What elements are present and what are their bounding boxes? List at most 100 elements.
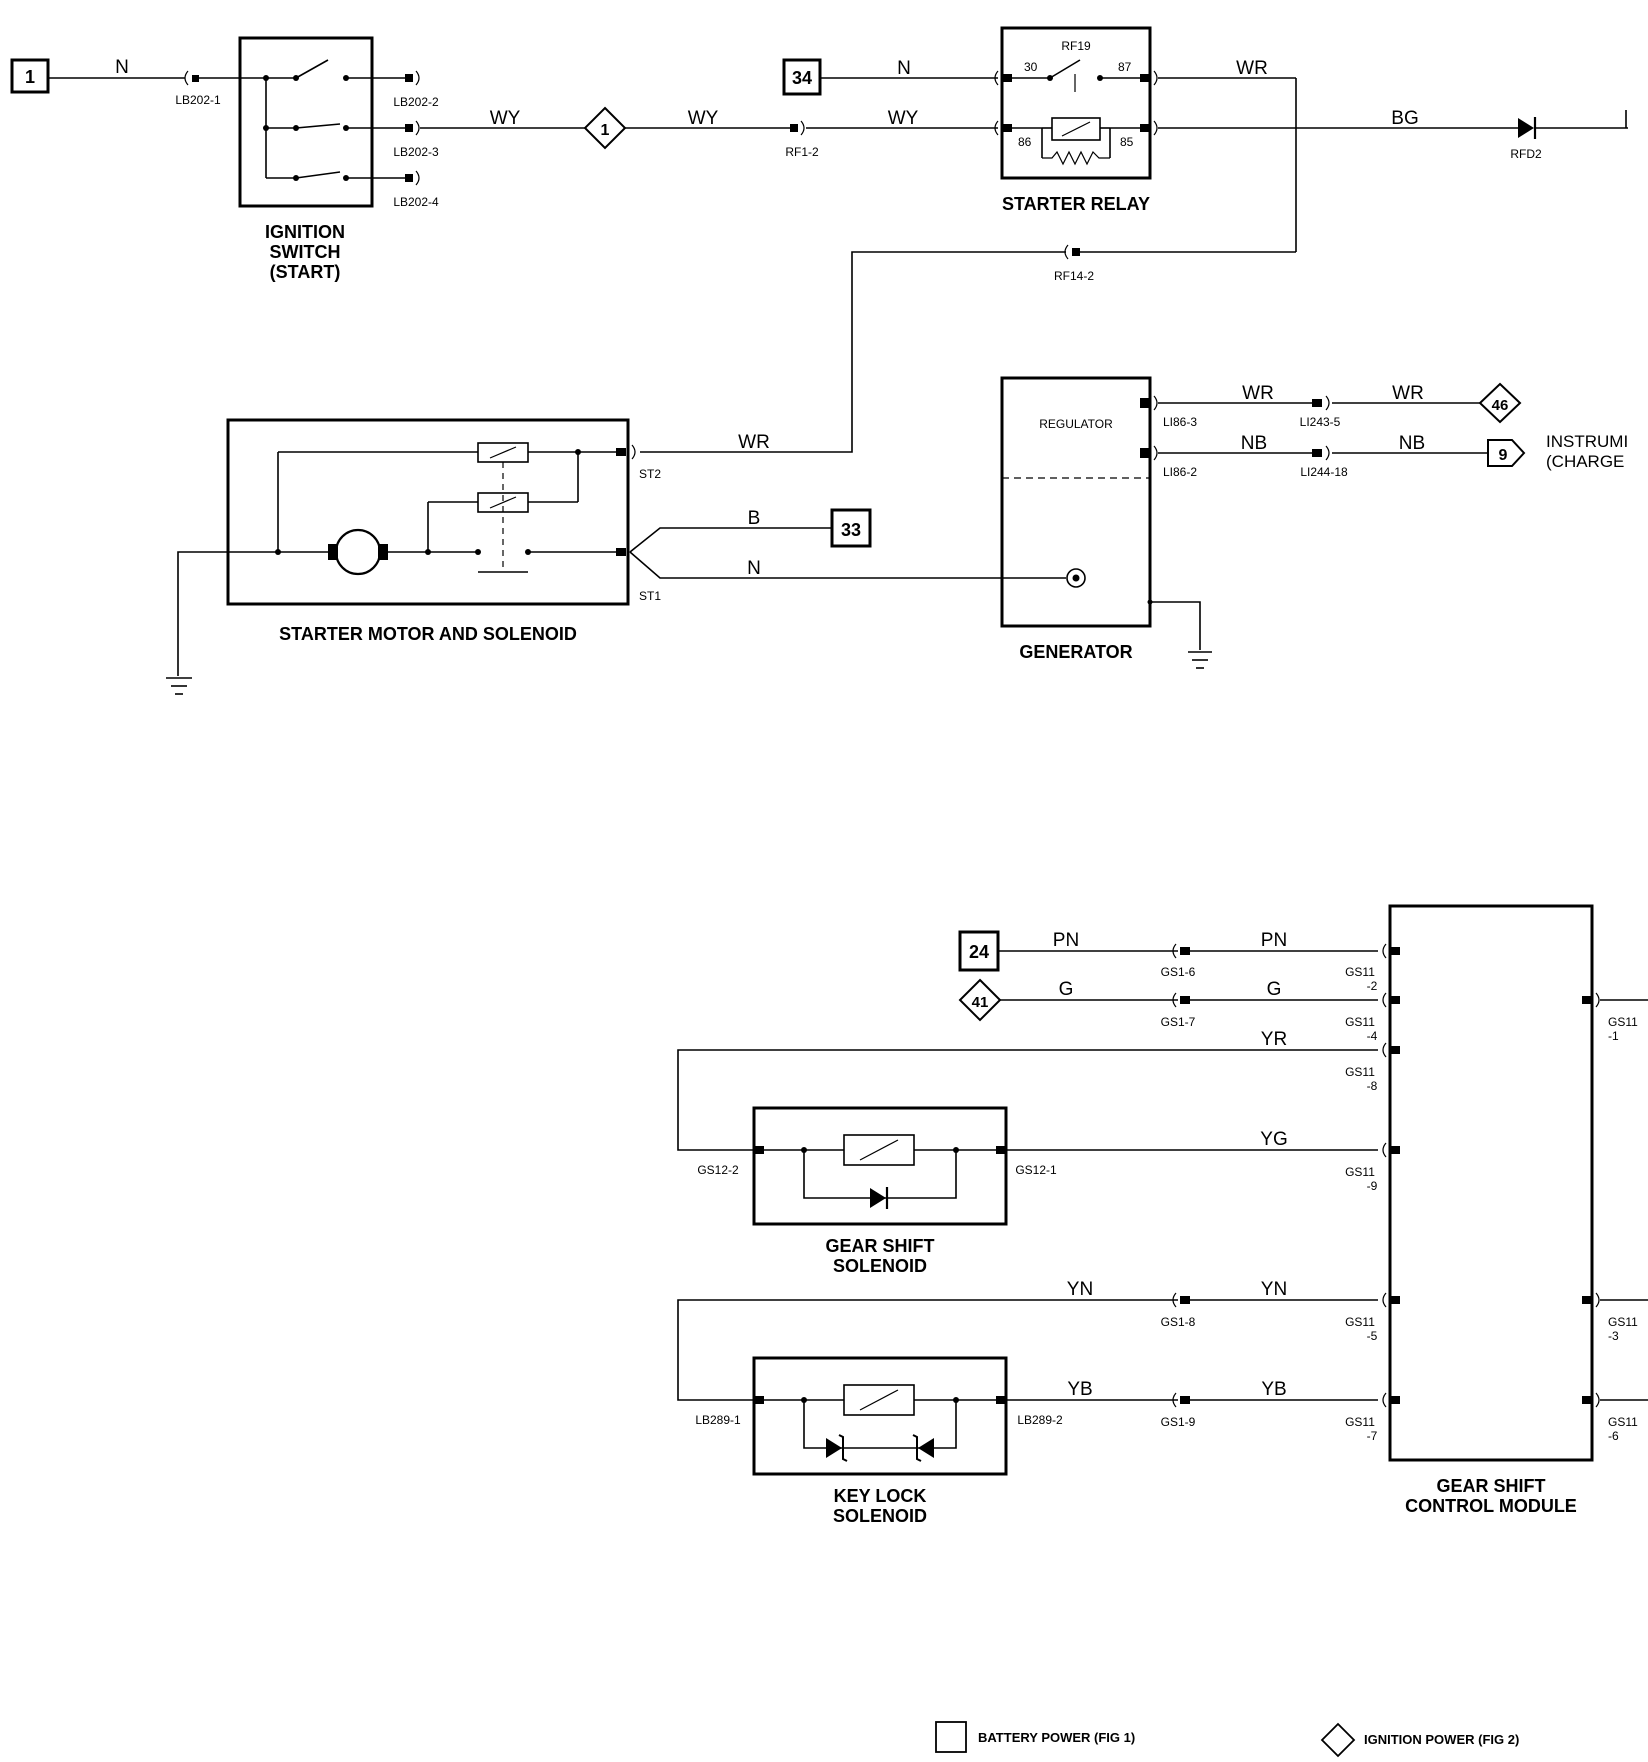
starter-relay: [994, 26, 1158, 180]
gear-shift-solenoid-label: SOLENOID: [833, 1256, 927, 1276]
connector-label: ST1: [639, 589, 661, 603]
legend-label: IGNITION POWER (FIG 2): [1364, 1732, 1519, 1747]
connector-pin: -9: [1367, 1179, 1378, 1193]
gear-shift-control-module-label: GEAR SHIFT: [1436, 1476, 1545, 1496]
connector-label: GS12-2: [697, 1163, 739, 1177]
connector-label: LB202-3: [393, 145, 439, 159]
ref-label: 41: [972, 994, 989, 1011]
wire-color: NB: [1399, 433, 1425, 454]
connector-rf14-2: [1064, 244, 1080, 260]
battery-ref-1: 1: [10, 58, 50, 94]
connector-label: ST2: [639, 467, 661, 481]
relay-pin: 86: [1018, 135, 1032, 149]
key-lock-solenoid: [752, 1356, 1008, 1476]
starter-motor-label: STARTER MOTOR AND SOLENOID: [279, 624, 577, 644]
generator: [1000, 376, 1152, 628]
connector-label: GS1-8: [1161, 1315, 1196, 1329]
connector-gs1-7: [1172, 992, 1190, 1008]
wire-color: WR: [1242, 383, 1274, 404]
connector-gs1-9: [1172, 1392, 1190, 1408]
connector-label: LI244-18: [1300, 465, 1348, 479]
connector-pin: -8: [1367, 1079, 1378, 1093]
connector-label: LB289-2: [1017, 1413, 1063, 1427]
connector-pin: -4: [1367, 1029, 1378, 1043]
wire-color: WR: [1392, 383, 1424, 404]
instrument-label: (CHARGE: [1546, 452, 1624, 471]
wire-color: WY: [888, 108, 919, 129]
wire-color: YB: [1067, 1379, 1092, 1400]
connector-label: GS11: [1345, 1315, 1375, 1329]
ignition-ref-1: 1: [583, 106, 627, 150]
ignition-ref-46: 46: [1478, 382, 1522, 424]
ref-label: 34: [792, 68, 812, 88]
wire-color: NB: [1241, 433, 1267, 454]
wire-color: B: [748, 508, 761, 529]
connector-label: LI86-2: [1163, 465, 1197, 479]
starter-motor-solenoid: [226, 418, 630, 606]
connector-label: GS11: [1608, 1015, 1638, 1029]
connector-label: GS11: [1345, 965, 1375, 979]
wire-color: YR: [1261, 1029, 1287, 1050]
connector-li243-5: [1312, 395, 1330, 411]
wire-color: BG: [1391, 108, 1418, 129]
key-lock-solenoid-label: SOLENOID: [833, 1506, 927, 1526]
wire-color: WY: [490, 108, 521, 129]
connector-label: LB289-1: [695, 1413, 741, 1427]
relay-id: RF19: [1061, 39, 1091, 53]
connector-pin: -2: [1367, 979, 1378, 993]
legend-ignition-power: IGNITION POWER (FIG 2): [1320, 1722, 1519, 1758]
wire-color: G: [1267, 979, 1282, 1000]
ref-label: 46: [1492, 397, 1509, 414]
relay-pin: 30: [1024, 60, 1038, 74]
connector-gs1-8: [1172, 1292, 1190, 1308]
battery-ref-33: 33: [830, 508, 872, 548]
legend-label: BATTERY POWER (FIG 1): [978, 1730, 1135, 1745]
ignition-switch-label: SWITCH: [270, 242, 341, 262]
wire-color: YG: [1260, 1129, 1287, 1150]
wire-color: YN: [1261, 1279, 1287, 1300]
starter-relay-label: STARTER RELAY: [1002, 194, 1150, 214]
connector-label: LB202-1: [175, 93, 221, 107]
instrument-label: INSTRUMI: [1546, 432, 1628, 451]
battery-ref-24: 24: [958, 930, 1000, 972]
ignition-ref-41: 41: [958, 978, 1002, 1022]
ref-label: 33: [841, 520, 861, 540]
relay-pin: 87: [1118, 60, 1132, 74]
ignition-switch: [238, 36, 374, 208]
wire-color: WR: [1236, 58, 1268, 79]
relay-pin: 85: [1120, 135, 1134, 149]
wire-color: YN: [1067, 1279, 1093, 1300]
connector-pin: -1: [1608, 1029, 1619, 1043]
ref-label: 24: [969, 942, 989, 962]
key-lock-solenoid-label: KEY LOCK: [834, 1486, 927, 1506]
battery-ref-34: 34: [782, 58, 822, 96]
gear-shift-control-module-label: CONTROL MODULE: [1405, 1496, 1577, 1516]
wire-color: G: [1059, 979, 1074, 1000]
connector-lb202-3: [372, 120, 420, 136]
ref-label: 1: [601, 122, 610, 139]
gear-shift-control-module: [1382, 904, 1600, 1462]
connector-lb202-4: [372, 170, 420, 186]
gear-shift-solenoid: [752, 1106, 1008, 1226]
wire-color: N: [115, 57, 129, 78]
wire-color: PN: [1261, 930, 1287, 951]
connector-label: GS11: [1345, 1165, 1375, 1179]
connector-label: RFD2: [1510, 147, 1542, 161]
ignition-switch-label: IGNITION: [265, 222, 345, 242]
connector-lb202-1: [184, 70, 199, 86]
connector-label: GS11: [1345, 1065, 1375, 1079]
generator-label: GENERATOR: [1019, 642, 1132, 662]
connector-label: GS1-6: [1161, 965, 1196, 979]
diode-rfd2: [1518, 117, 1537, 139]
legend-battery-power: BATTERY POWER (FIG 1): [935, 1721, 1135, 1753]
page-ref-9: 9: [1487, 439, 1526, 467]
wire-color: N: [897, 58, 911, 79]
connector-gs1-6: [1172, 943, 1190, 959]
gear-shift-solenoid-label: GEAR SHIFT: [825, 1236, 934, 1256]
connector-label: GS11: [1608, 1315, 1638, 1329]
wire-color: WY: [688, 108, 719, 129]
connector-label: LB202-4: [393, 195, 439, 209]
wire-color: WR: [738, 432, 770, 453]
connector-rf1-2: [790, 120, 805, 136]
